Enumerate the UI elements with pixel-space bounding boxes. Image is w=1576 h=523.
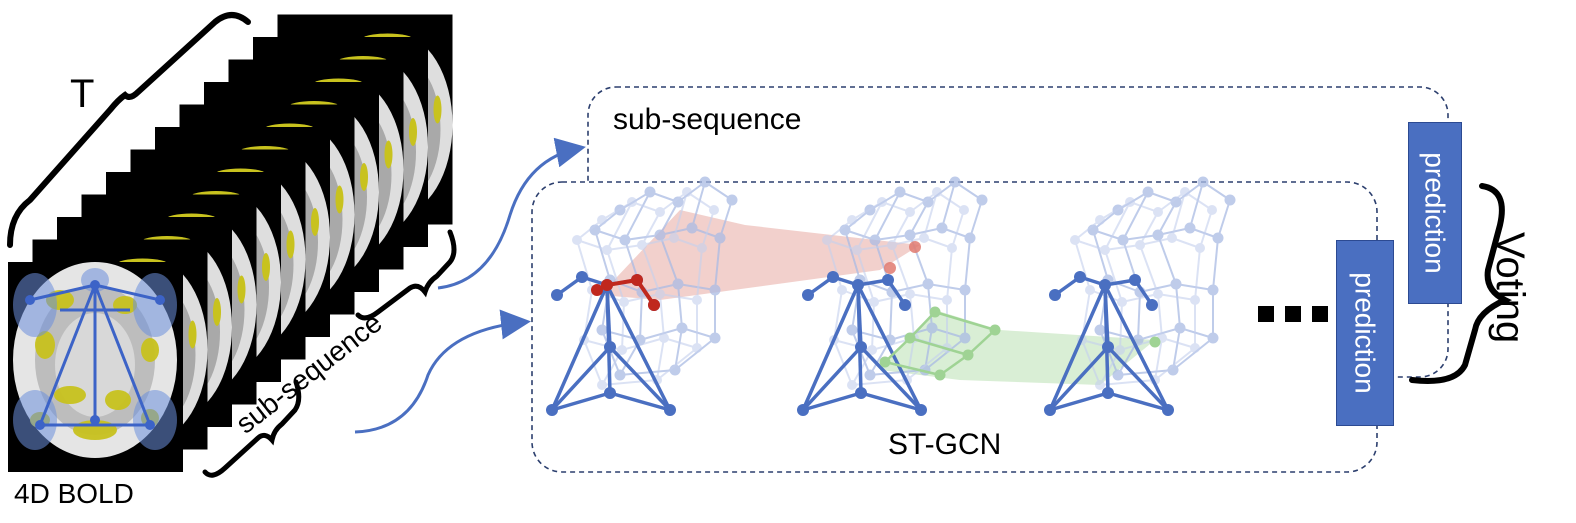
front-network-graph <box>1044 271 1174 416</box>
voting-label: Voting <box>1488 232 1532 344</box>
subseq-brace-lower <box>202 379 302 478</box>
front-bold-frame <box>8 262 183 472</box>
network-graph-layer <box>822 187 969 390</box>
arrow-upper <box>437 137 586 290</box>
prediction-back-text: prediction <box>1420 152 1451 274</box>
arrow-lower <box>354 309 531 434</box>
network-overlay-edges <box>29 283 161 427</box>
network-overlay-blobs <box>13 268 177 450</box>
prediction-box-front: prediction <box>1336 240 1394 426</box>
prediction-front-text: prediction <box>1350 272 1381 394</box>
bold-frame-stack <box>32 14 453 450</box>
time-label: T <box>70 72 95 116</box>
temporal-receptive-field-green <box>880 310 1155 385</box>
temporal-receptive-field-red <box>600 210 920 300</box>
st-gcn-label: ST-GCN <box>888 428 1002 461</box>
highlighted-subgraph <box>591 274 660 311</box>
bold-label: 4D BOLD <box>14 478 134 509</box>
subsequence-top-label: sub-sequence <box>613 103 802 136</box>
time-brace <box>7 12 251 248</box>
network-graph-layer <box>1070 187 1217 390</box>
front-network-graph <box>797 271 927 416</box>
subseq-brace-upper <box>355 229 457 321</box>
prediction-box-back: prediction <box>1408 122 1462 304</box>
network-overlay-nodes <box>25 280 165 430</box>
green-subgraph <box>879 306 1161 381</box>
st-gcn-graphs <box>546 176 1236 416</box>
voting-brace <box>1409 183 1513 384</box>
front-network-graph <box>546 271 676 416</box>
ellipsis-dots <box>1258 306 1328 322</box>
